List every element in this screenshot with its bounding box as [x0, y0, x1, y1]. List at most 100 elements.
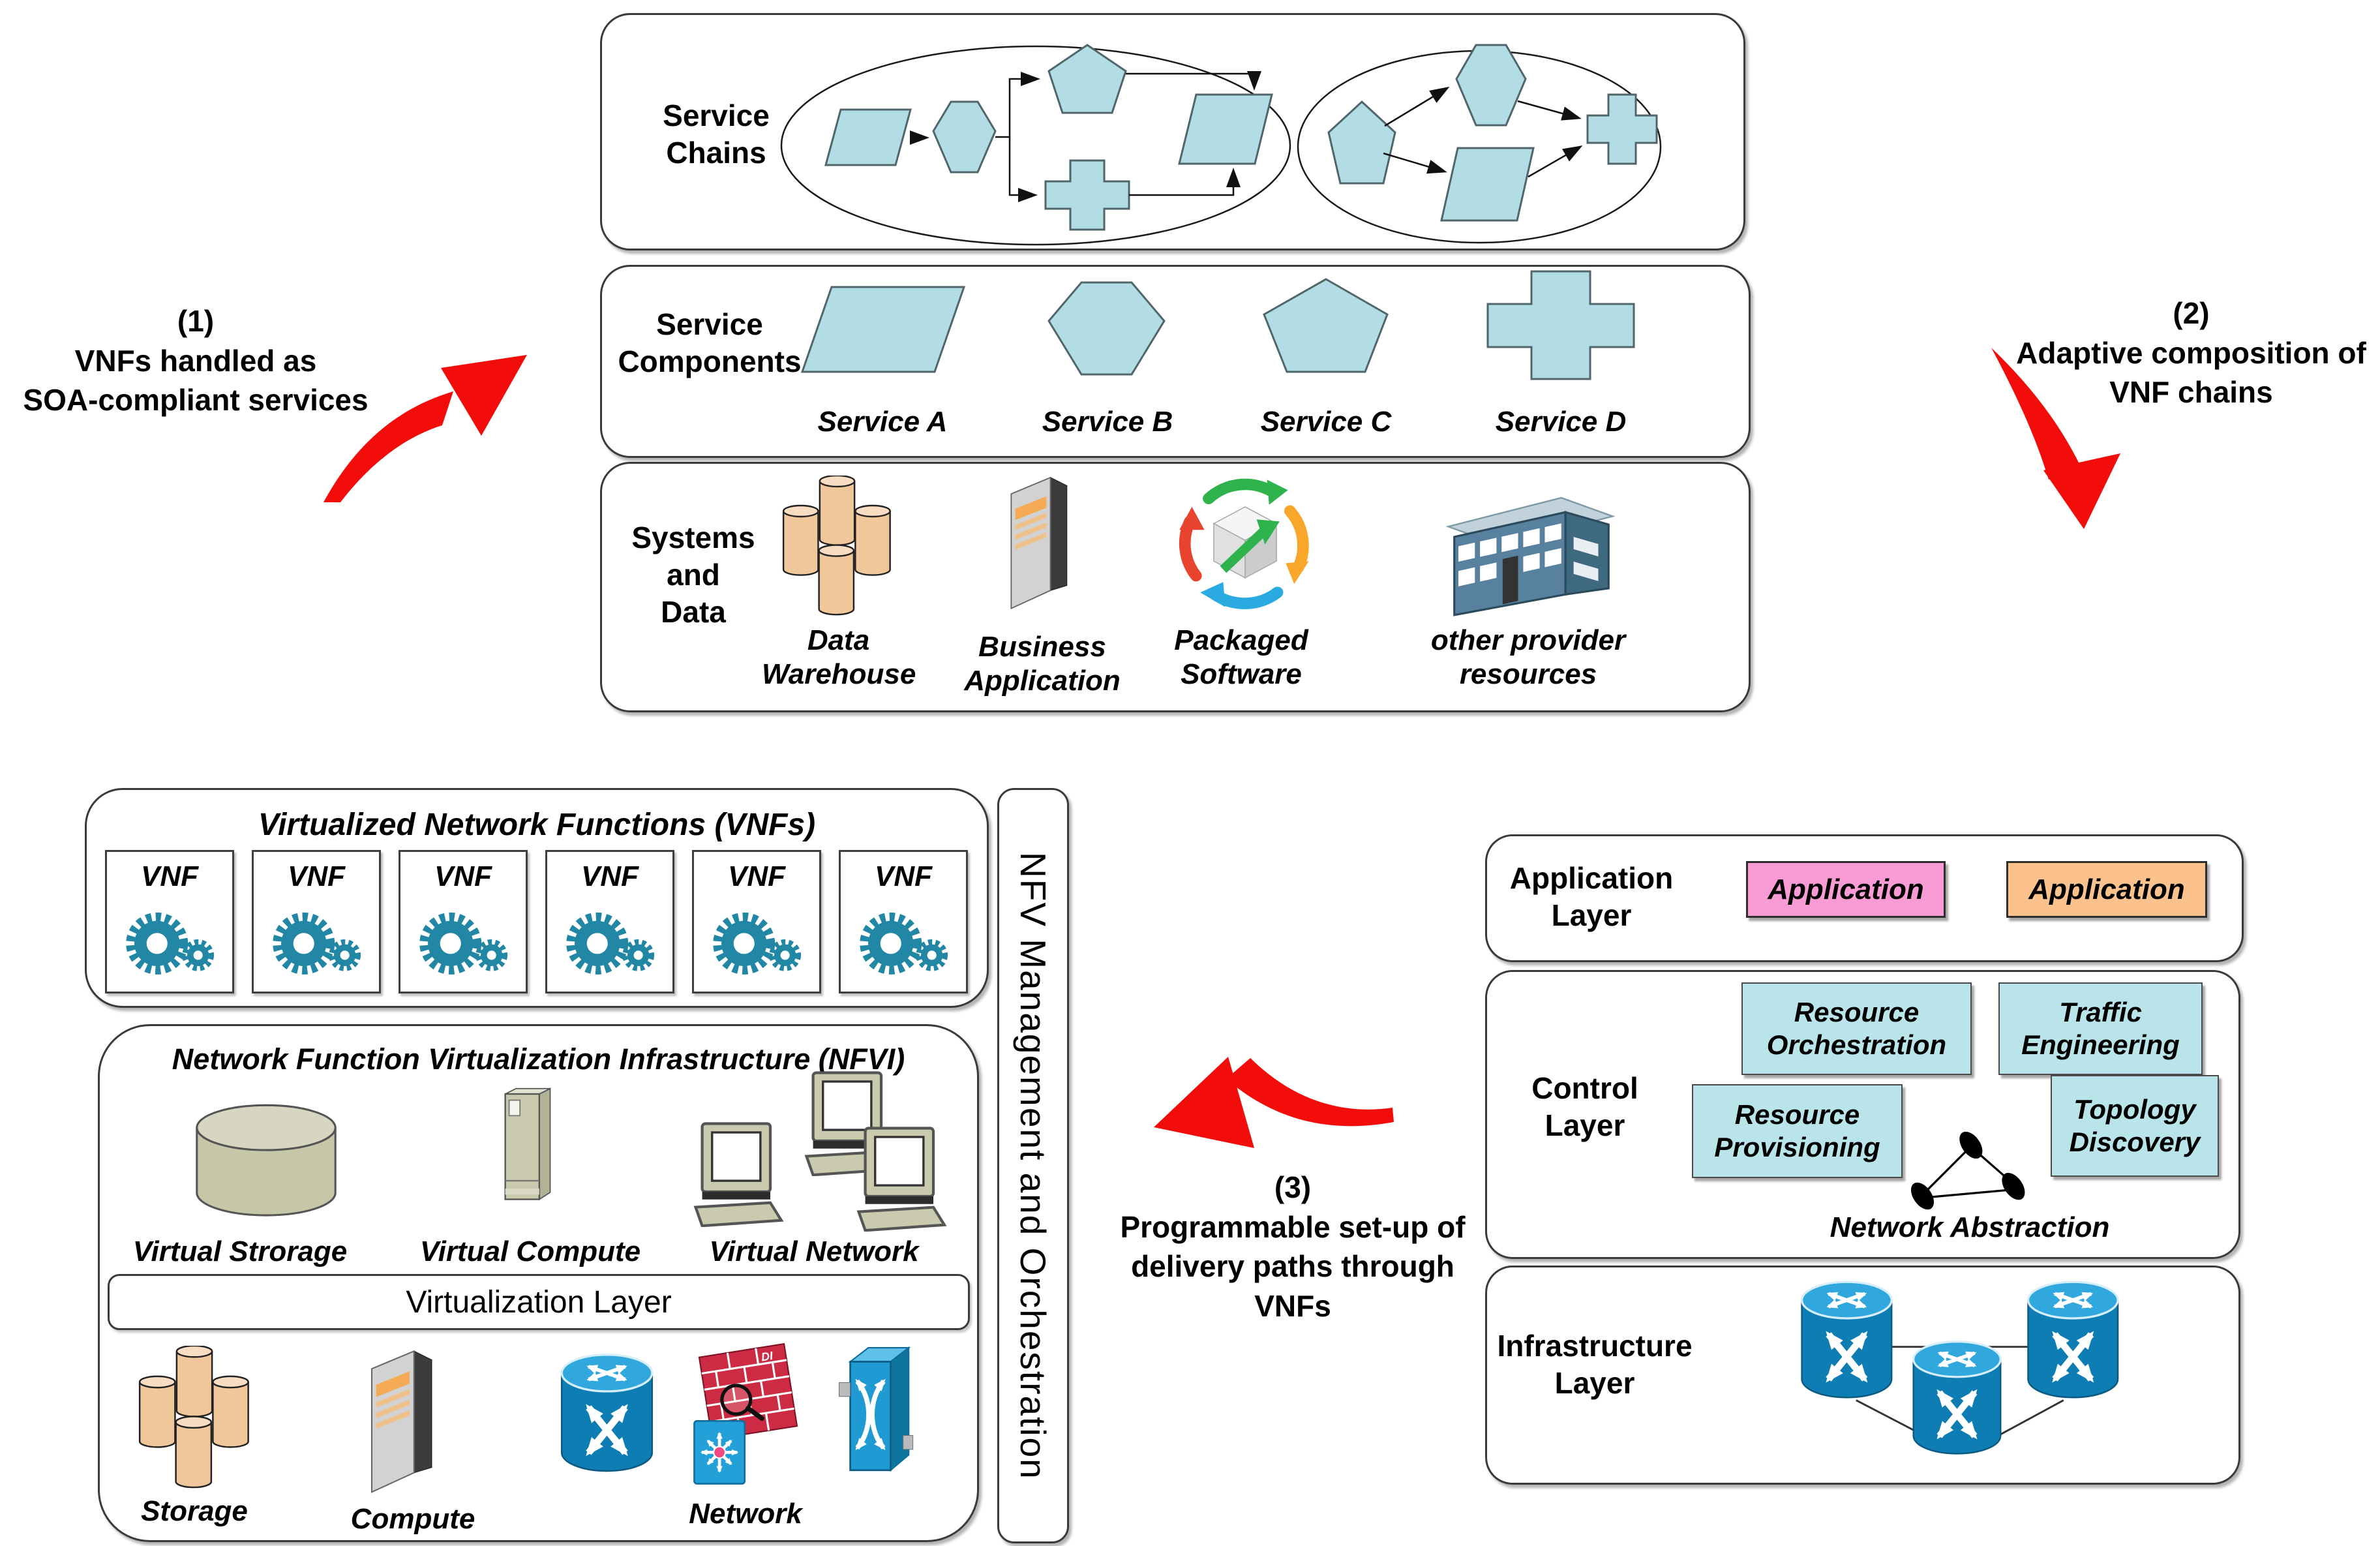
chain2-hexagon-shape [1455, 44, 1527, 127]
chain1-pentagon-shape [1047, 44, 1127, 114]
other-provider-resources-label: other provider resources [1430, 624, 1626, 690]
service-chains-label: Service Chains [663, 99, 770, 170]
virtual-compute-tower-icon [494, 1082, 556, 1213]
virtual-network-terminals-icon [674, 1070, 954, 1227]
gears-icon [262, 904, 371, 984]
service-b-hexagon-shape [1047, 281, 1166, 376]
gears-icon [408, 904, 518, 984]
virtual-storage-label: Virtual Strorage [132, 1235, 348, 1267]
resource-provisioning-module: Resource Provisioning [1692, 1084, 1903, 1178]
chain2-arrow-1 [1384, 86, 1450, 127]
infrastructure-layer-label: Infrastructure Layer [1497, 1329, 1693, 1401]
application-orange-label: Application [2028, 873, 2185, 905]
annotation-3-text: (3) Programmable set-up of delivery path… [1120, 1170, 1466, 1324]
infrastructure-layer-box: Infrastructure Layer [1485, 1266, 2240, 1485]
chain1-arrow-2 [995, 72, 1040, 138]
nfv-mano-bar: NFV Management and Orchestration [997, 788, 1069, 1543]
resource-orchestration-label: Resource Orchestration [1766, 997, 1947, 1060]
traffic-engineering-module: Traffic Engineering [1998, 982, 2203, 1075]
vnfs-title: Virtualized Network Functions (VNFs) [258, 808, 816, 842]
traffic-engineering-label: Traffic Engineering [2021, 997, 2180, 1060]
virtual-compute-label: Virtual Compute [419, 1235, 641, 1267]
chain1-arrow-3 [1008, 137, 1038, 202]
annotation-1-text: (1) VNFs handled as SOA-compliant servic… [23, 304, 369, 417]
service-components-label: Service Components [618, 307, 802, 379]
application-pink-box: Application [1746, 861, 1946, 918]
vnf-card: VNF [252, 850, 381, 993]
chain1-cross-shape [1044, 159, 1130, 231]
resource-provisioning-label: Resource Provisioning [1714, 1099, 1880, 1162]
vnf-card: VNF [399, 850, 528, 993]
service-components-shapes [800, 270, 1635, 380]
chain1-hexagon-shape [932, 100, 997, 174]
chain2-parallelogram-shape [1440, 147, 1535, 222]
chain2-arrow-3 [1517, 100, 1582, 121]
application-layer-label: Application Layer [1509, 861, 1674, 933]
control-layer-box: Control Layer Resource Orchestration Tra… [1485, 970, 2240, 1259]
topology-discovery-module: Topology Discovery [2051, 1075, 2219, 1177]
service-d-cross-shape [1486, 270, 1635, 380]
systems-data-box: Systems and Data Data Warehouse Business… [600, 462, 1751, 712]
chain2-cross-shape [1586, 93, 1658, 165]
data-warehouse-label: Data Warehouse [762, 624, 916, 690]
vnf-label: VNF [141, 860, 198, 892]
red-curved-arrow-3-icon [1154, 1057, 1394, 1148]
business-application-label: Business Application [964, 631, 1121, 697]
virtualization-layer-label: Virtualization Layer [406, 1284, 672, 1320]
control-layer-label: Control Layer [1531, 1071, 1638, 1143]
resource-orchestration-module: Resource Orchestration [1741, 982, 1972, 1075]
gears-icon [555, 904, 665, 984]
virtual-network-label: Virtual Network [709, 1235, 919, 1267]
service-b-label: Service B [1042, 406, 1173, 438]
vnf-card: VNF [545, 850, 674, 993]
chain1-arrow-5 [1129, 168, 1241, 196]
chain2-arrow-4 [1528, 145, 1583, 178]
gears-icon [702, 904, 811, 984]
network-firewall-icon [690, 1341, 806, 1491]
vnf-label: VNF [875, 860, 932, 892]
chain1-parallelogram-shape [824, 108, 912, 166]
storage-label: Storage [141, 1495, 248, 1527]
nfv-mano-label: NFV Management and Orchestration [1013, 851, 1053, 1480]
storage-cylinders-icon [126, 1346, 263, 1491]
chain1-parallelogram2-shape [1178, 93, 1273, 165]
infrastructure-routers-icon [1741, 1271, 2172, 1479]
service-components-box: Service Components Service A Service B S… [600, 265, 1751, 458]
topology-discovery-label: Topology Discovery [2069, 1094, 2201, 1157]
chain1-arrow-4 [1126, 71, 1261, 91]
vnf-card: VNF [105, 850, 234, 993]
chain2-arrow-2 [1383, 152, 1447, 174]
vnf-label: VNF [434, 860, 492, 892]
server-tower-icon [993, 468, 1078, 619]
gears-icon [849, 904, 958, 984]
nfvi-title: Network Function Virtualization Infrastr… [172, 1042, 905, 1076]
network-switch-icon [834, 1338, 917, 1491]
virtual-storage-cylinder-icon [185, 1099, 348, 1232]
service-c-label: Service C [1260, 406, 1392, 438]
chain2-pentagon-shape [1327, 100, 1396, 185]
application-pink-label: Application [1768, 873, 1924, 905]
service-a-label: Service A [817, 406, 948, 438]
network-router-icon [553, 1347, 661, 1487]
annotation-2-text: (2) Adaptive composition of VNF chains [2016, 296, 2366, 410]
service-chains-box: Service Chains [600, 13, 1745, 250]
gears-icon [115, 904, 224, 984]
vnf-label: VNF [728, 860, 785, 892]
compute-label: Compute [350, 1503, 475, 1535]
virtualization-layer-bar: Virtualization Layer [108, 1274, 970, 1330]
packaged-software-icon [1176, 476, 1314, 611]
chain-ellipse-1 [780, 45, 1291, 246]
application-orange-box: Application [2006, 861, 2207, 918]
network-label: Network [689, 1498, 802, 1530]
red-curved-arrow-1-icon [324, 355, 527, 502]
packaged-software-label: Packaged Software [1174, 624, 1308, 690]
red-curved-arrow-2-icon [1991, 348, 2120, 529]
service-c-pentagon-shape [1263, 278, 1389, 373]
vnf-card: VNF [692, 850, 821, 993]
nfvi-box: Network Function Virtualization Infrastr… [98, 1024, 979, 1542]
vnfs-box: Virtualized Network Functions (VNFs) VNF… [85, 788, 989, 1008]
vnf-label: VNF [288, 860, 345, 892]
application-layer-box: Application Layer Application Applicatio… [1485, 834, 2244, 962]
compute-server-icon [354, 1341, 442, 1504]
database-cylinders-icon [764, 476, 911, 618]
